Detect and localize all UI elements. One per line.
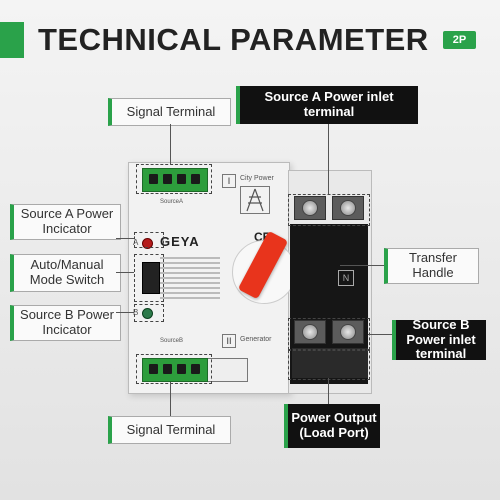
source-b-terminal-right [332,320,364,344]
source-b-text: SourceB [160,338,184,344]
highlight-source-a-inlet [288,194,370,226]
page-title: TECHNICAL PARAMETER [38,22,429,57]
label-transfer-handle: Transfer Handle [384,248,479,284]
highlight-source-a-led [134,232,164,248]
source-b-indicator-led [142,308,153,319]
highlight-source-b-led [134,304,164,322]
highlight-mode-switch [134,254,164,302]
highlight-source-b-inlet [288,318,370,350]
label-signal-terminal-bottom: Signal Terminal [108,416,231,444]
highlight-signal-bottom [136,354,212,384]
label-signal-terminal-top: Signal Terminal [108,98,231,126]
source-a-text: SourceA [160,199,184,205]
output-terminal-block [292,348,368,378]
auto-manual-switch[interactable] [142,262,160,294]
source-a-terminal-left [294,196,326,220]
source-a-terminal-right [332,196,364,220]
letter-b: B [133,308,139,317]
panel-one-mark: I [222,174,236,188]
neutral-mark: N [338,270,354,286]
label-source-a-inlet: Source A Power inlet terminal [236,86,418,124]
panel-two-mark: II [222,334,236,348]
generator-text: Generator [240,336,272,343]
label-source-a-indicator: Source A Power Incicator [10,204,121,240]
letter-a: A [133,238,139,247]
label-source-b-inlet: Source B Power inlet terminal [392,317,486,361]
spec-text-block [160,254,220,302]
transfer-switch-device: SourceA I City Power A B GEYA CE II Gene… [128,162,372,394]
label-source-b-indicator: Source B Power Incicator [10,305,121,341]
highlight-output [288,350,370,380]
signal-terminal-top-block [142,168,208,192]
signal-terminal-bottom-block [142,358,208,382]
source-b-terminal-left [294,320,326,344]
header-accent-bar [0,22,24,58]
city-power-text: City Power [240,175,274,182]
pole-badge: 2P [443,31,476,49]
power-tower-icon [240,186,270,214]
brand-logo: GEYA [160,234,200,249]
highlight-signal-top [136,164,212,194]
source-a-indicator-led [142,238,153,249]
label-power-output: Power Output (Load Port) [284,404,380,448]
label-auto-manual: Auto/Manual Mode Switch [10,254,121,292]
